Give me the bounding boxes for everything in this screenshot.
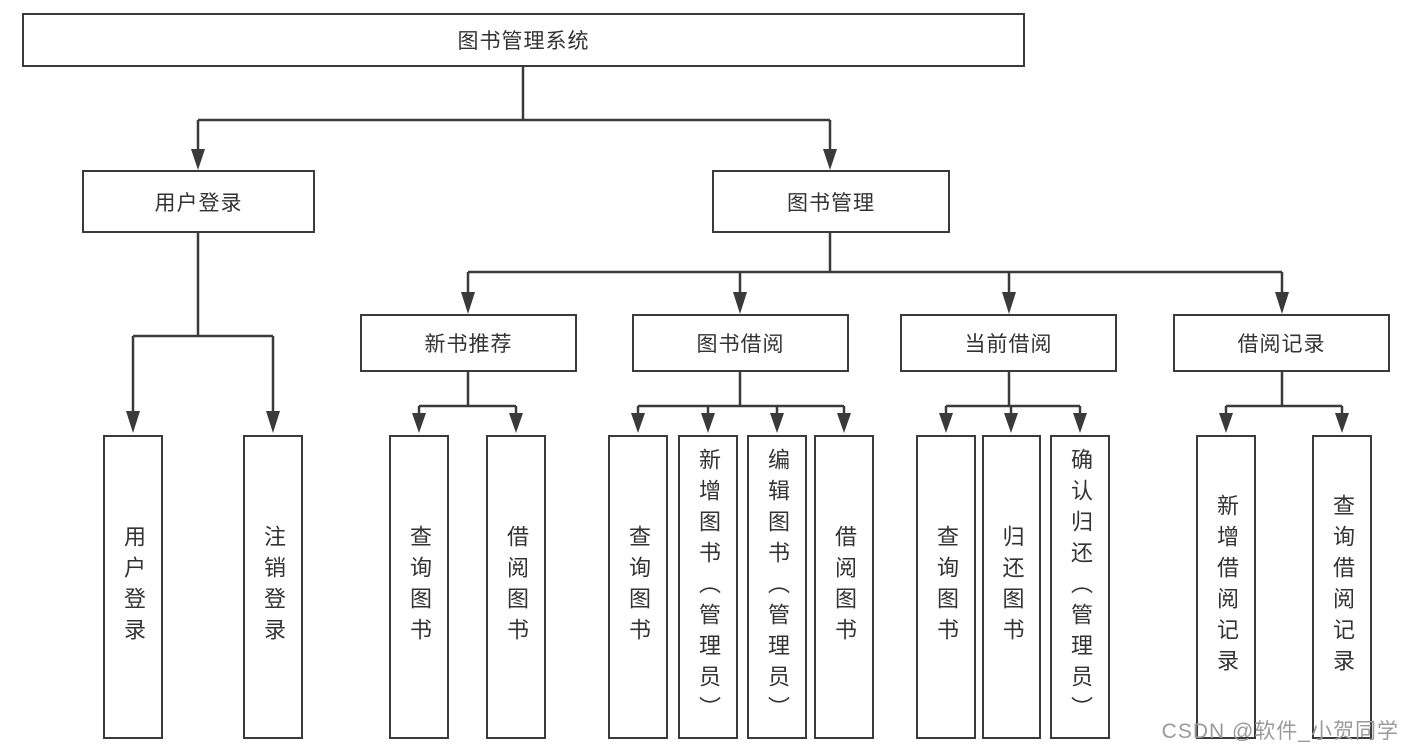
node-nbr-query-book: 查询图书 bbox=[389, 435, 449, 739]
node-nbr-borrow-book: 借阅图书 bbox=[486, 435, 546, 739]
node-current-borrow-label: 当前借阅 bbox=[964, 333, 1053, 356]
branch-root bbox=[191, 66, 837, 170]
node-new-book-rec: 新书推荐 bbox=[360, 314, 577, 372]
node-book-borrow-label: 图书借阅 bbox=[696, 333, 785, 356]
node-book-mgmt-label: 图书管理 bbox=[787, 191, 875, 215]
node-cb-query-book-label: 查询图书 bbox=[934, 525, 959, 649]
node-cb-return-book-label: 归还图书 bbox=[999, 525, 1025, 649]
node-cb-return-book: 归还图书 bbox=[982, 435, 1041, 739]
branch-book-borrow bbox=[631, 371, 851, 433]
node-bb-borrow-book: 借阅图书 bbox=[814, 435, 874, 739]
node-ul-logout-label: 注销登录 bbox=[261, 525, 286, 649]
node-ul-user-login: 用户登录 bbox=[103, 435, 163, 739]
node-br-query-record: 查询借阅记录 bbox=[1312, 435, 1372, 739]
branch-user-login bbox=[126, 232, 280, 433]
branch-new-book-rec bbox=[412, 371, 523, 433]
node-bb-add-book: 新增图书（管理员） bbox=[678, 435, 738, 739]
node-bb-edit-book: 编辑图书（管理员） bbox=[747, 435, 807, 739]
node-cb-query-book: 查询图书 bbox=[916, 435, 976, 739]
node-bb-query-book-label: 查询图书 bbox=[626, 525, 651, 649]
node-br-add-record-label: 新增借阅记录 bbox=[1214, 494, 1239, 680]
node-borrow-record-label: 借阅记录 bbox=[1237, 333, 1326, 356]
node-cb-confirm-return: 确认归还（管理员） bbox=[1050, 435, 1110, 739]
node-current-borrow: 当前借阅 bbox=[900, 314, 1117, 372]
node-ul-user-login-label: 用户登录 bbox=[121, 525, 146, 649]
node-root-label: 图书管理系统 bbox=[457, 30, 590, 53]
node-user-login-label: 用户登录 bbox=[154, 191, 243, 215]
branch-book-mgmt bbox=[461, 232, 1289, 314]
node-root: 图书管理系统 bbox=[22, 13, 1025, 67]
branch-borrow-record bbox=[1219, 371, 1349, 433]
branch-current-borrow bbox=[939, 371, 1087, 433]
node-book-borrow: 图书借阅 bbox=[632, 314, 849, 372]
watermark: CSDN @软件_小贺同学 bbox=[1161, 720, 1399, 743]
node-borrow-record: 借阅记录 bbox=[1173, 314, 1390, 372]
node-cb-confirm-return-label: 确认归还（管理员） bbox=[1068, 447, 1093, 727]
node-book-mgmt: 图书管理 bbox=[712, 170, 950, 233]
node-bb-add-book-label: 新增图书（管理员） bbox=[696, 447, 721, 727]
node-bb-borrow-book-label: 借阅图书 bbox=[832, 525, 857, 649]
node-bb-query-book: 查询图书 bbox=[608, 435, 668, 739]
node-user-login: 用户登录 bbox=[82, 170, 315, 233]
node-ul-logout: 注销登录 bbox=[243, 435, 303, 739]
node-br-add-record: 新增借阅记录 bbox=[1196, 435, 1256, 739]
node-nbr-query-book-label: 查询图书 bbox=[407, 525, 432, 649]
node-new-book-rec-label: 新书推荐 bbox=[424, 333, 513, 356]
node-nbr-borrow-book-label: 借阅图书 bbox=[504, 525, 529, 649]
node-bb-edit-book-label: 编辑图书（管理员） bbox=[765, 447, 790, 727]
node-br-query-record-label: 查询借阅记录 bbox=[1330, 494, 1355, 680]
